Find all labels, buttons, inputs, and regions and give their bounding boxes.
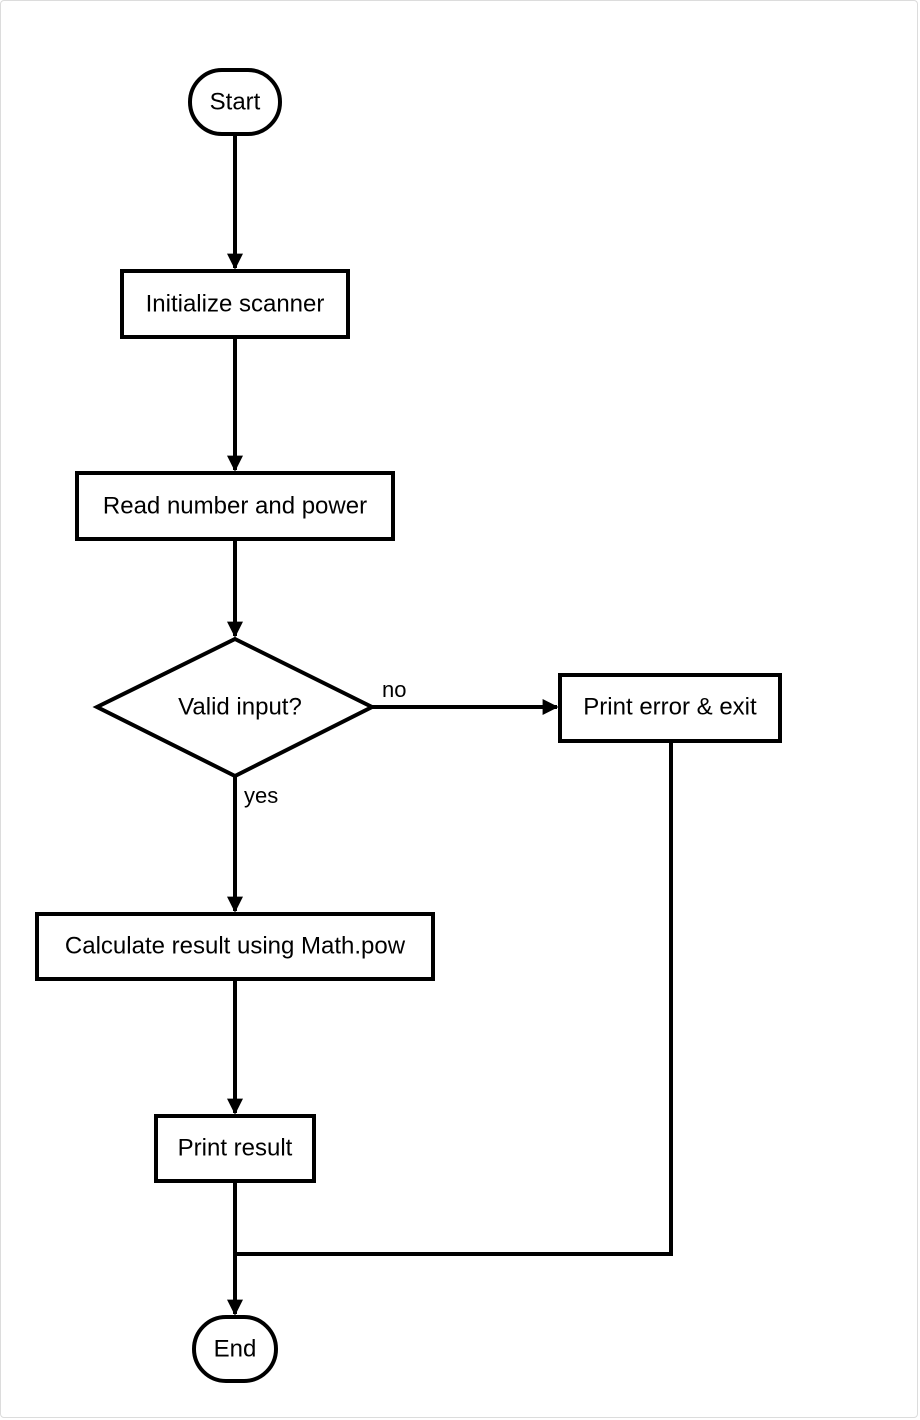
calculate-node: Calculate result using Math.pow [35, 912, 435, 981]
valid-input-label: Valid input? [178, 694, 302, 721]
edge-label-no: no [382, 677, 406, 702]
start-node-label: Start [210, 89, 261, 116]
read-input-node: Read number and power [75, 471, 395, 541]
init-scanner-label: Initialize scanner [146, 291, 325, 318]
valid-input-decision: Valid input? [92, 636, 377, 779]
print-result-node: Print result [154, 1114, 316, 1183]
calculate-label: Calculate result using Math.pow [65, 933, 406, 960]
print-error-node: Print error & exit [558, 673, 782, 743]
end-node: End [192, 1315, 278, 1383]
edge-label-yes: yes [244, 783, 278, 808]
print-error-label: Print error & exit [583, 694, 757, 721]
print-result-label: Print result [178, 1135, 293, 1162]
end-node-label: End [214, 1336, 257, 1363]
edge-error-to-merge [235, 741, 673, 1256]
start-node: Start [188, 68, 282, 136]
init-scanner-node: Initialize scanner [120, 269, 350, 339]
read-input-label: Read number and power [103, 493, 367, 520]
